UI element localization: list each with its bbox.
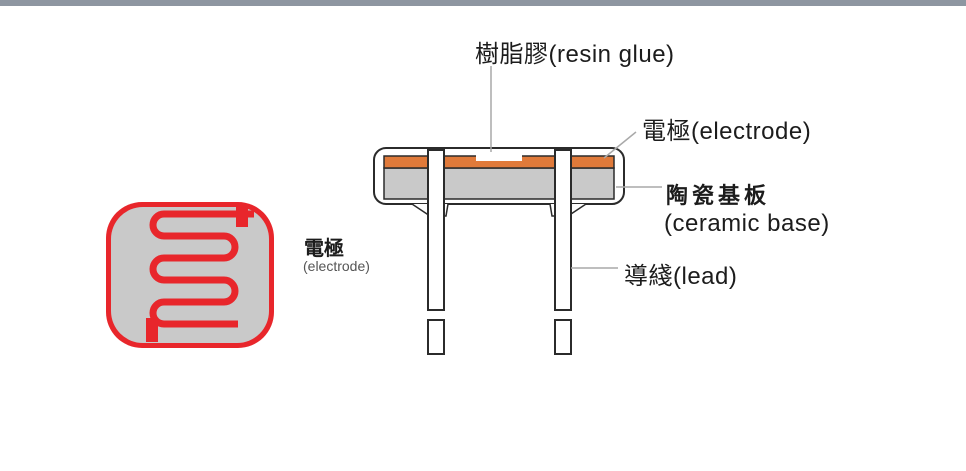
- lead-right-lower: [554, 319, 572, 355]
- label-ceramic-base-en: (ceramic base): [664, 210, 830, 237]
- lead-right-upper: [554, 149, 572, 311]
- label-ceramic-base-cn: 陶瓷基板: [666, 184, 771, 209]
- lead-left-upper: [427, 149, 445, 311]
- label-electrode-top: 電極(electrode): [642, 118, 812, 145]
- label-lead: 導綫(lead): [624, 263, 738, 290]
- electrode-tab-left: [146, 318, 158, 342]
- top-frame-bar: [0, 0, 966, 6]
- label-electrode-side-cn: 電極: [304, 236, 344, 260]
- ceramic-base: [383, 167, 615, 200]
- lead-left-lower: [427, 319, 445, 355]
- label-electrode-side-en: (electrode): [303, 258, 370, 274]
- resin-glue-window: [476, 153, 522, 161]
- cross-section-view: [373, 147, 625, 355]
- leader-electrode-top: [603, 131, 637, 159]
- serpentine-electrode-path: [149, 210, 254, 328]
- top-view-electrode: [106, 202, 274, 348]
- label-resin-glue: 樹脂膠(resin glue): [475, 41, 675, 68]
- electrode-tab-right: [236, 207, 248, 227]
- leader-lines: [490, 66, 662, 269]
